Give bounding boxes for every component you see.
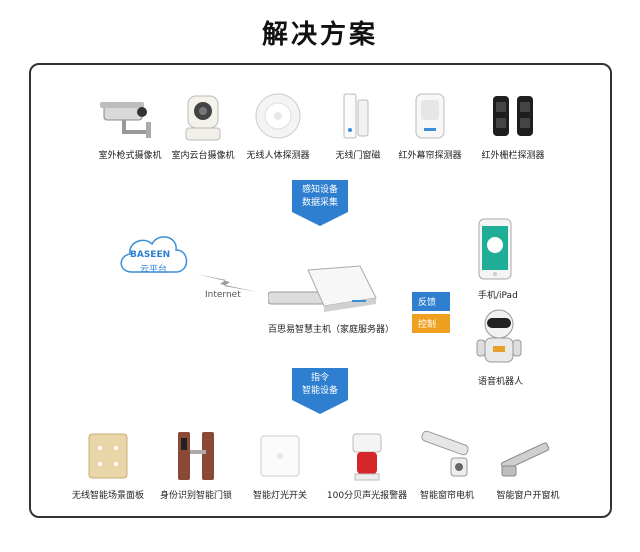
sensor-label: 室内云台摄像机 — [171, 151, 235, 161]
phone-icon — [478, 218, 512, 280]
actuator-label: 智能灯光开关 — [252, 491, 307, 501]
body-detector-icon — [255, 93, 301, 139]
page-title: 解决方案 — [261, 20, 378, 50]
outdoor-camera-icon — [100, 102, 151, 138]
robot-label: 语音机器人 — [478, 377, 524, 387]
actuator-label: 智能窗帘电机 — [419, 491, 474, 501]
sensor-label: 红外幕帘探测器 — [398, 151, 462, 161]
actuator-scene-panel: 无线智能场景面板 — [63, 422, 153, 501]
sensor-outdoor-camera: 室外枪式摄像机 — [85, 82, 175, 161]
arrow-sensing-data: 感知设备 数据采集 — [292, 180, 348, 226]
actuator-siren: 100分贝声光报警器 — [322, 422, 412, 501]
light-switch-icon — [260, 435, 300, 477]
siren-icon — [352, 433, 382, 481]
arrow-command-devices: 指令 智能设备 — [292, 368, 348, 414]
actuator-smart-lock: 身份识别智能门锁 — [151, 422, 241, 501]
internet-bolt-icon — [196, 274, 258, 292]
actuator-label: 智能窗户开窗机 — [496, 491, 560, 501]
sensor-label: 红外栅栏探测器 — [481, 151, 545, 161]
hub-label: 百思易智慧主机（家庭服务器） — [268, 325, 395, 335]
feedback-tag: 反馈 — [412, 292, 450, 311]
fence-detector-icon — [493, 96, 533, 136]
phone-label: 手机/iPad — [478, 291, 518, 301]
control-tag: 控制 — [412, 314, 450, 333]
sensor-body-detector: 无线人体探测器 — [233, 82, 323, 161]
arrow-top-line1: 感知设备 — [301, 185, 338, 195]
actuator-label: 100分贝声光报警器 — [326, 491, 408, 501]
sensor-curtain-detector: 红外幕帘探测器 — [385, 82, 475, 161]
cloud-brand: BASEEN — [130, 250, 171, 260]
sensor-fence-detector: 红外栅栏探测器 — [468, 82, 558, 161]
actuator-light-switch: 智能灯光开关 — [235, 422, 325, 501]
cloud-icon — [120, 236, 188, 273]
cloud-sub: 云平台 — [140, 265, 168, 275]
solution-frame — [29, 63, 612, 518]
robot-icon — [476, 309, 522, 363]
actuator-label: 身份识别智能门锁 — [159, 491, 232, 501]
indoor-ptz-camera-icon — [185, 95, 221, 141]
smart-lock-icon — [178, 432, 214, 480]
sensor-door-magnet: 无线门窗磁 — [313, 82, 403, 161]
sensor-label: 无线人体探测器 — [246, 151, 310, 161]
smart-hub-icon — [268, 265, 377, 312]
arrow-bottom-line1: 指令 — [310, 373, 329, 383]
curtain-detector-icon — [415, 93, 445, 139]
sensor-label: 室外枪式摄像机 — [98, 151, 162, 161]
window-opener-icon — [500, 442, 550, 477]
scene-panel-icon — [88, 433, 128, 479]
internet-label: Internet — [205, 290, 241, 300]
arrow-top-line2: 数据采集 — [301, 198, 338, 208]
actuator-window-opener: 智能窗户开窗机 — [483, 422, 573, 501]
arrow-bottom-line2: 智能设备 — [301, 386, 338, 396]
sensor-indoor-camera: 室内云台摄像机 — [158, 82, 248, 161]
actuator-curtain-motor: 智能窗帘电机 — [402, 422, 492, 501]
sensor-label: 无线门窗磁 — [335, 151, 381, 161]
door-magnet-icon — [343, 93, 369, 139]
curtain-motor-icon — [421, 430, 469, 477]
actuator-label: 无线智能场景面板 — [71, 491, 144, 501]
